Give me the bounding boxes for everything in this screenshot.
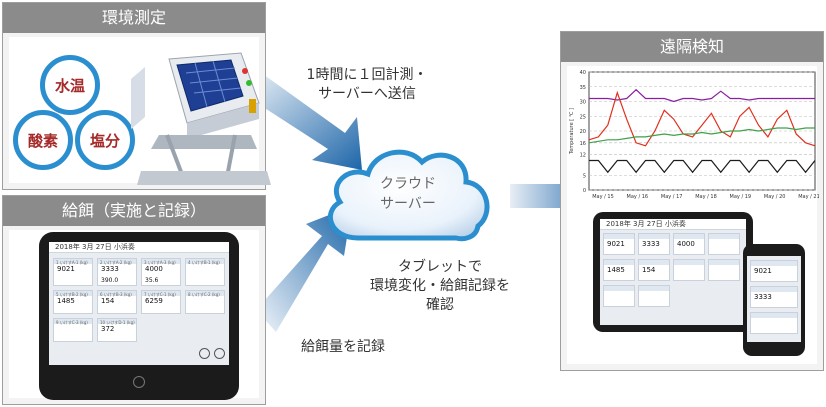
remote-card: 3333: [638, 233, 670, 255]
tablet-app-title: 2018年 3月 27日 小浜奏: [49, 242, 229, 253]
remote-card: [638, 285, 670, 307]
chart-x-tick-label: May / 15: [592, 194, 614, 200]
chart-series-line: [588, 90, 816, 147]
salinity-label: 塩分: [89, 131, 120, 150]
settings-icon[interactable]: [199, 348, 210, 359]
chart-y-tick-label: 0: [583, 188, 586, 194]
chart-x-tick-label: May / 21: [798, 194, 819, 200]
env-panel-body: 水温 酸素 塩分: [9, 37, 271, 185]
tablet-card[interactable]: 1 いけすA-1 (kg)9021: [53, 258, 93, 286]
feed-panel-body: 2018年 3月 27日 小浜奏 1 いけすA-1 (kg)9021 2 いけす…: [9, 230, 259, 400]
remote-card: 9021: [603, 233, 635, 255]
oxygen-label: 酸素: [27, 131, 58, 150]
chart-x-tick-label: May / 20: [764, 194, 786, 200]
tablet-device: 2018年 3月 27日 小浜奏 1 いけすA-1 (kg)9021 2 いけす…: [39, 232, 239, 400]
chart-series-line: [589, 88, 815, 103]
tablet-card[interactable]: 9 いけすC-3 (kg): [53, 318, 93, 342]
chart-series-line: [588, 127, 815, 144]
remote-tablet-title: 2018年 3月 27日 小浜奏: [600, 219, 746, 230]
chart-y-tick-label: 12: [580, 153, 586, 159]
tablet-card[interactable]: 8 いけすC-2 (kg): [185, 290, 225, 314]
salinity-bubble: 塩分: [75, 110, 135, 170]
tablet-card[interactable]: 10 いけすD-1 (kg)372: [97, 318, 137, 342]
measure-note: 1時間に１回計測・ サーバーへ送信: [306, 67, 428, 102]
remote-card: [708, 233, 740, 255]
arrow-env-to-cloud: [240, 72, 362, 170]
remote-card: 4000: [673, 233, 705, 255]
tablet-card[interactable]: 6 いけすB-3 (kg)154: [97, 290, 137, 314]
env-panel-title: 環境測定: [3, 3, 265, 33]
tablet-card[interactable]: 7 いけすC-1 (kg)6259: [141, 290, 181, 314]
tablet-home-button: [133, 376, 145, 388]
chart-x-tick-label: May / 17: [661, 194, 683, 200]
chart-y-tick-label: 25: [580, 114, 586, 120]
tablet-card[interactable]: 4 いけすB-1 (kg): [185, 258, 225, 286]
cloud-server-icon: [327, 149, 490, 242]
remote-card: 1485: [603, 259, 635, 281]
arrow-feed-to-cloud: [256, 206, 352, 332]
tablet-screen: 2018年 3月 27日 小浜奏 1 いけすA-1 (kg)9021 2 いけす…: [49, 242, 229, 365]
feed-panel-title: 給餌（実施と記録）: [3, 196, 265, 226]
remote-panel-title: 遠隔検知: [561, 32, 823, 62]
remote-card: [708, 259, 740, 281]
remote-tablet-device: 2018年 3月 27日 小浜奏 9021 3333 4000 1485 154: [593, 212, 753, 332]
chart-y-tick-label: 20: [580, 129, 586, 135]
chart-y-tick-label: 40: [580, 70, 586, 76]
water-temp-bubble: 水温: [40, 55, 100, 115]
cloud-label: クラウド サーバー: [380, 176, 436, 212]
water-temp-label: 水温: [54, 76, 85, 95]
remote-card: [673, 259, 705, 281]
remote-tablet-screen: 2018年 3月 27日 小浜奏 9021 3333 4000 1485 154: [600, 219, 746, 325]
phone-card: 3333: [750, 286, 798, 308]
chart-y-tick-label: 5: [583, 173, 586, 179]
tablet-card[interactable]: 5 いけすB-2 (kg)1485: [53, 290, 93, 314]
remote-card: 154: [638, 259, 670, 281]
phone-device: 9021 3333: [743, 244, 805, 356]
chart-x-tick-label: May / 18: [695, 194, 717, 200]
oxygen-bubble: 酸素: [13, 110, 73, 170]
record-note: 給餌量を記録: [301, 339, 385, 355]
remote-card: [603, 285, 635, 307]
chart-y-tick-label: 16: [580, 141, 586, 147]
env-panel: 環境測定 水温 酸素 塩分: [2, 2, 271, 190]
phone-card: 9021: [750, 260, 798, 282]
phone-card: [750, 312, 798, 334]
phone-screen: 9021 3333: [747, 256, 801, 342]
chart-y-axis-label: Temperature [ ℃ ]: [569, 108, 575, 155]
chart-series-line: [589, 159, 816, 174]
chart-y-tick-label: 30: [580, 100, 586, 106]
feed-panel: 給餌（実施と記録） 2018年 3月 27日 小浜奏 1 いけすA-1 (kg)…: [2, 195, 266, 405]
tablet-note: タブレットで 環境変化・給餌記録を 確認: [370, 259, 510, 313]
sensor-device-icon: [131, 52, 271, 185]
chart-y-tick-label: 35: [580, 85, 586, 91]
chart-x-tick-label: May / 16: [627, 194, 649, 200]
chart-x-tick-label: May / 19: [730, 194, 752, 200]
menu-icon[interactable]: [214, 348, 225, 359]
